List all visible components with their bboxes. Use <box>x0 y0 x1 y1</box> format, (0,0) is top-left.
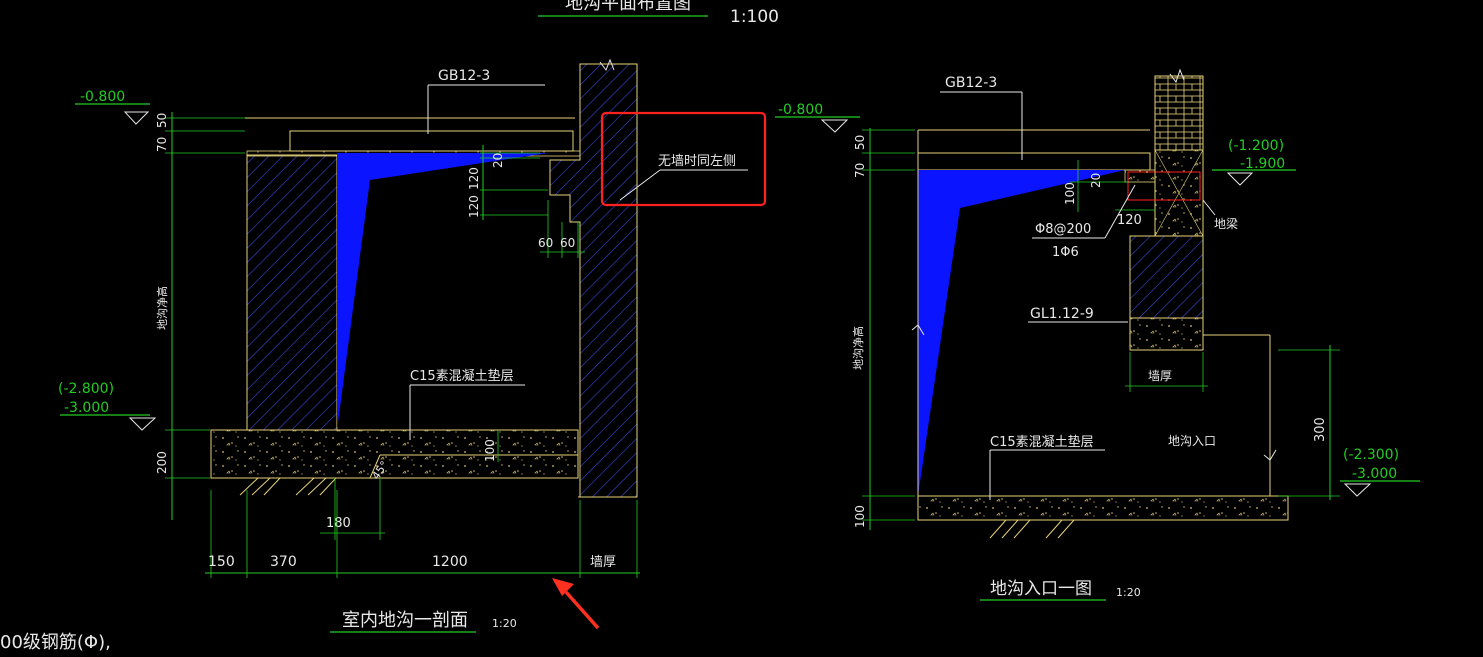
ent-elev-bot-b: -3.000 <box>1352 466 1397 482</box>
ent-dim-300: 300 <box>1313 417 1328 442</box>
sec-dim-50: 50 <box>155 113 169 128</box>
sec-note: 无墙时同左侧 <box>658 154 736 169</box>
plan-scale: 1:100 <box>730 7 779 27</box>
ent-scale: 1:20 <box>1116 586 1141 599</box>
sec-dim-180: 180 <box>326 516 351 531</box>
ent-clear-height: 地沟净高 <box>851 326 865 370</box>
sec-dim-60a: 60 <box>538 236 553 250</box>
ent-rebar-secondary: 1Φ6 <box>1052 245 1079 260</box>
section-shade <box>337 153 548 430</box>
sec-dim-1200: 1200 <box>432 554 468 570</box>
ent-dim-50: 50 <box>853 135 867 150</box>
sec-clear-height: 地沟净高 <box>155 286 169 330</box>
sec-dim-120a: 120 <box>467 167 481 190</box>
ent-elev-beam-b: -1.900 <box>1240 156 1285 172</box>
section-drawing <box>210 58 638 498</box>
sec-scale: 1:20 <box>492 617 517 630</box>
ent-cushion: C15素混凝土垫层 <box>990 434 1094 450</box>
sec-dim-150: 150 <box>208 554 235 570</box>
sec-elev-top: -0.800 <box>80 89 125 105</box>
ent-dim-120: 120 <box>1117 213 1142 228</box>
ent-lintel: GL1.12-9 <box>1030 306 1094 322</box>
ent-rebar-main: Φ8@200 <box>1035 222 1091 237</box>
sec-dim-200: 200 <box>155 451 169 474</box>
plan-title: 地沟平面布置图 <box>565 0 691 14</box>
sec-title: 室内地沟一剖面 <box>342 610 468 631</box>
ent-dim-20: 20 <box>1089 173 1103 188</box>
sec-wall-thickness: 墙厚 <box>590 555 616 570</box>
sec-dim-370: 370 <box>270 554 297 570</box>
ent-dim-70: 70 <box>853 163 867 178</box>
footer-note: 00级钢筋(Φ), <box>0 632 111 653</box>
left-wall <box>246 154 338 431</box>
ent-dim-100b: 100 <box>853 505 867 528</box>
sec-elev-bot-b: -3.000 <box>64 400 109 416</box>
sec-elev-bot-a: (-2.800) <box>58 381 114 397</box>
sec-dim-60b: 60 <box>560 236 575 250</box>
ent-cover-label: GB12-3 <box>945 75 997 91</box>
right-wall <box>549 63 638 498</box>
ent-elev-beam-a: (-1.200) <box>1228 138 1284 154</box>
base-slab <box>210 429 579 479</box>
cover-slab <box>289 130 574 152</box>
entrance-drawing <box>911 68 1289 539</box>
sec-dim-100: 100 <box>483 439 497 462</box>
ent-elev-top: -0.800 <box>778 102 823 118</box>
sec-cushion: C15素混凝土垫层 <box>410 368 514 384</box>
ent-title: 地沟入口一图 <box>990 579 1092 599</box>
sec-dim-20: 20 <box>491 153 505 168</box>
note-highlight-box <box>600 111 767 207</box>
sec-cover-label: GB12-3 <box>438 68 490 84</box>
ent-beam-label: 地梁 <box>1214 216 1238 231</box>
ent-dim-100: 100 <box>1063 182 1077 205</box>
ent-wall-thickness: 墙厚 <box>1148 369 1172 383</box>
ent-opening: 地沟入口 <box>1168 434 1216 448</box>
sec-dim-120b: 120 <box>467 195 481 218</box>
red-arrow <box>564 590 600 630</box>
sec-dim-70: 70 <box>155 137 169 152</box>
ent-elev-bot-a: (-2.300) <box>1343 447 1399 463</box>
